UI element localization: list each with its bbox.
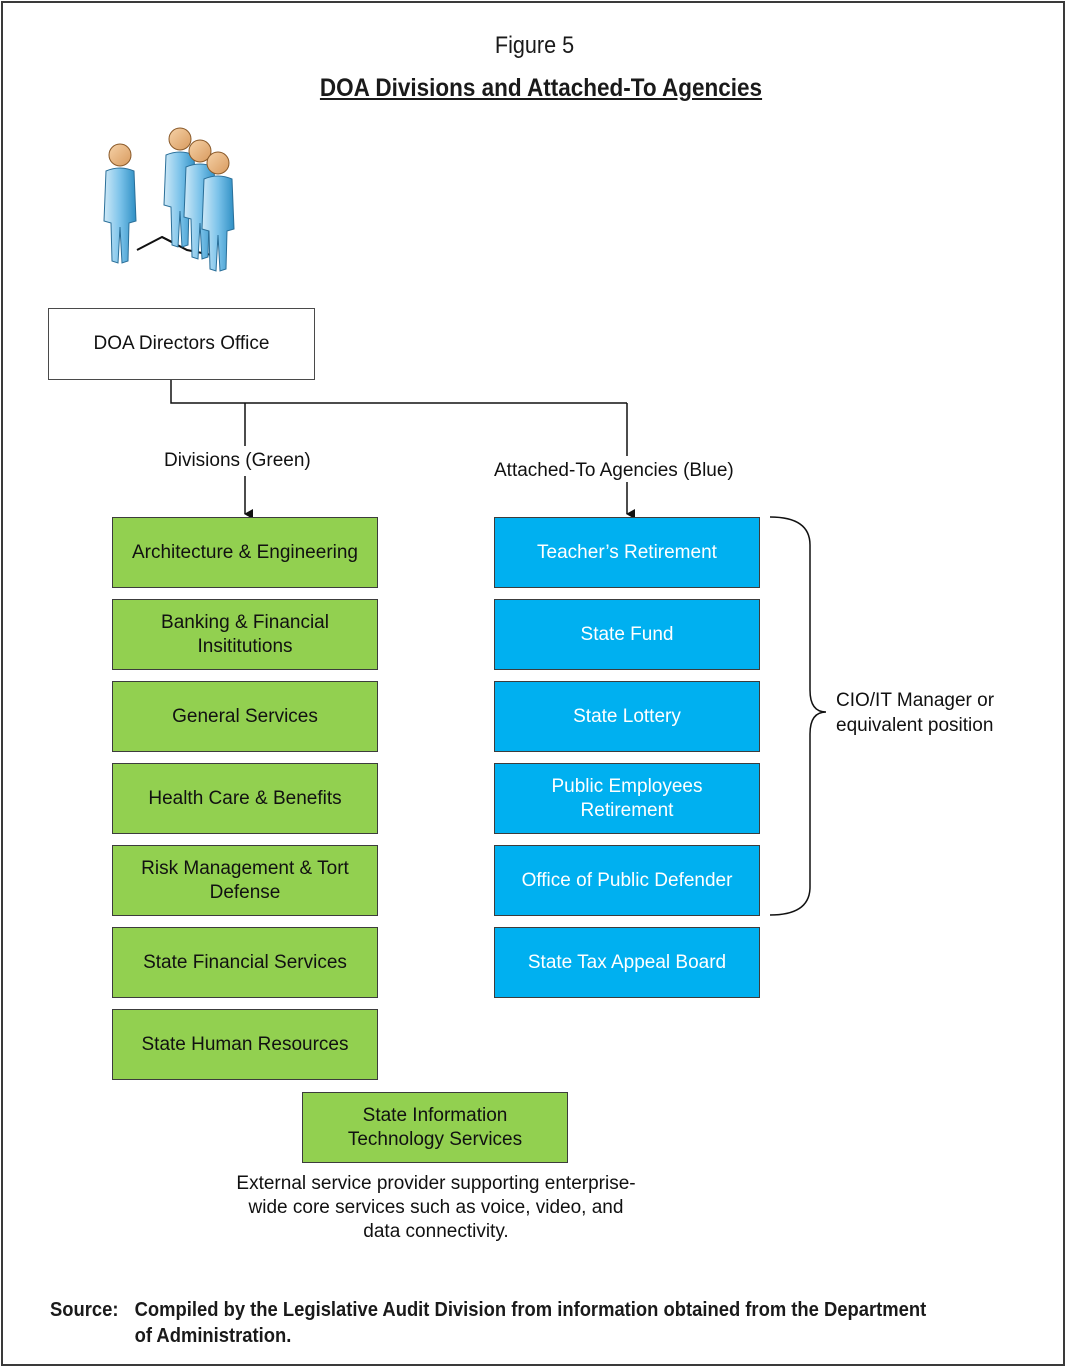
agency-box: State Tax Appeal Board bbox=[494, 927, 760, 998]
agencies-bracket bbox=[769, 516, 827, 916]
agency-box: State Lottery bbox=[494, 681, 760, 752]
source-label: Source: bbox=[50, 1299, 119, 1321]
division-box: Architecture & Engineering bbox=[112, 517, 378, 588]
it-services-note: External service provider supporting ent… bbox=[236, 1173, 636, 1242]
division-box: General Services bbox=[112, 681, 378, 752]
division-box: State Financial Services bbox=[112, 927, 378, 998]
division-box: Banking & Financial Insititutions bbox=[112, 599, 378, 670]
org-chart-people-icon bbox=[103, 127, 235, 272]
agency-box: Office of Public Defender bbox=[494, 845, 760, 916]
source-text: Compiled by the Legislative Audit Divisi… bbox=[134, 1299, 927, 1347]
agency-box: Teacher’s Retirement bbox=[494, 517, 760, 588]
figure-label: Figure 5 bbox=[494, 32, 575, 59]
bracket-note: CIO/IT Manager or equivalent position bbox=[836, 690, 995, 736]
divisions-label: Divisions (Green) bbox=[164, 450, 311, 471]
agency-box: State Fund bbox=[494, 599, 760, 670]
director-connector bbox=[170, 380, 627, 404]
division-box: Risk Management & Tort Defense bbox=[112, 845, 378, 916]
division-box: State Human Resources bbox=[112, 1009, 378, 1080]
figure-title: DOA Divisions and Attached-To Agencies bbox=[319, 74, 763, 102]
source-note: Source: Compiled by the Legislative Audi… bbox=[50, 1297, 933, 1349]
it-services-box: State Information Technology Services bbox=[302, 1092, 568, 1163]
division-box: Health Care & Benefits bbox=[112, 763, 378, 834]
agency-box: Public Employees Retirement bbox=[494, 763, 760, 834]
agencies-label: Attached-To Agencies (Blue) bbox=[494, 460, 734, 481]
director-box: DOA Directors Office bbox=[48, 308, 315, 380]
